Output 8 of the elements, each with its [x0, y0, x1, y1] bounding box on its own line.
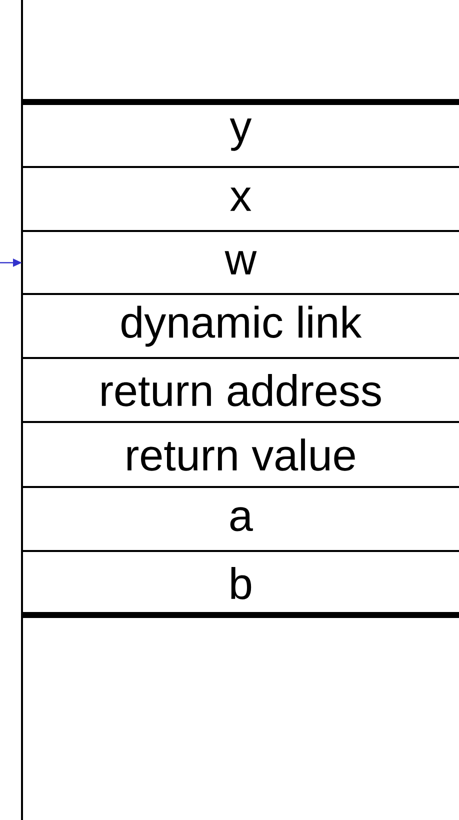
- stack-cell: a: [21, 507, 459, 552]
- stack-cell: return value: [21, 438, 459, 488]
- stack-cell: return address: [21, 374, 459, 423]
- stack-cell: y: [21, 99, 459, 168]
- stack-cell: dynamic link: [21, 306, 459, 359]
- stack-cell: w: [21, 251, 459, 295]
- stack-cell: x: [21, 188, 459, 232]
- stack-cell: b: [21, 567, 459, 618]
